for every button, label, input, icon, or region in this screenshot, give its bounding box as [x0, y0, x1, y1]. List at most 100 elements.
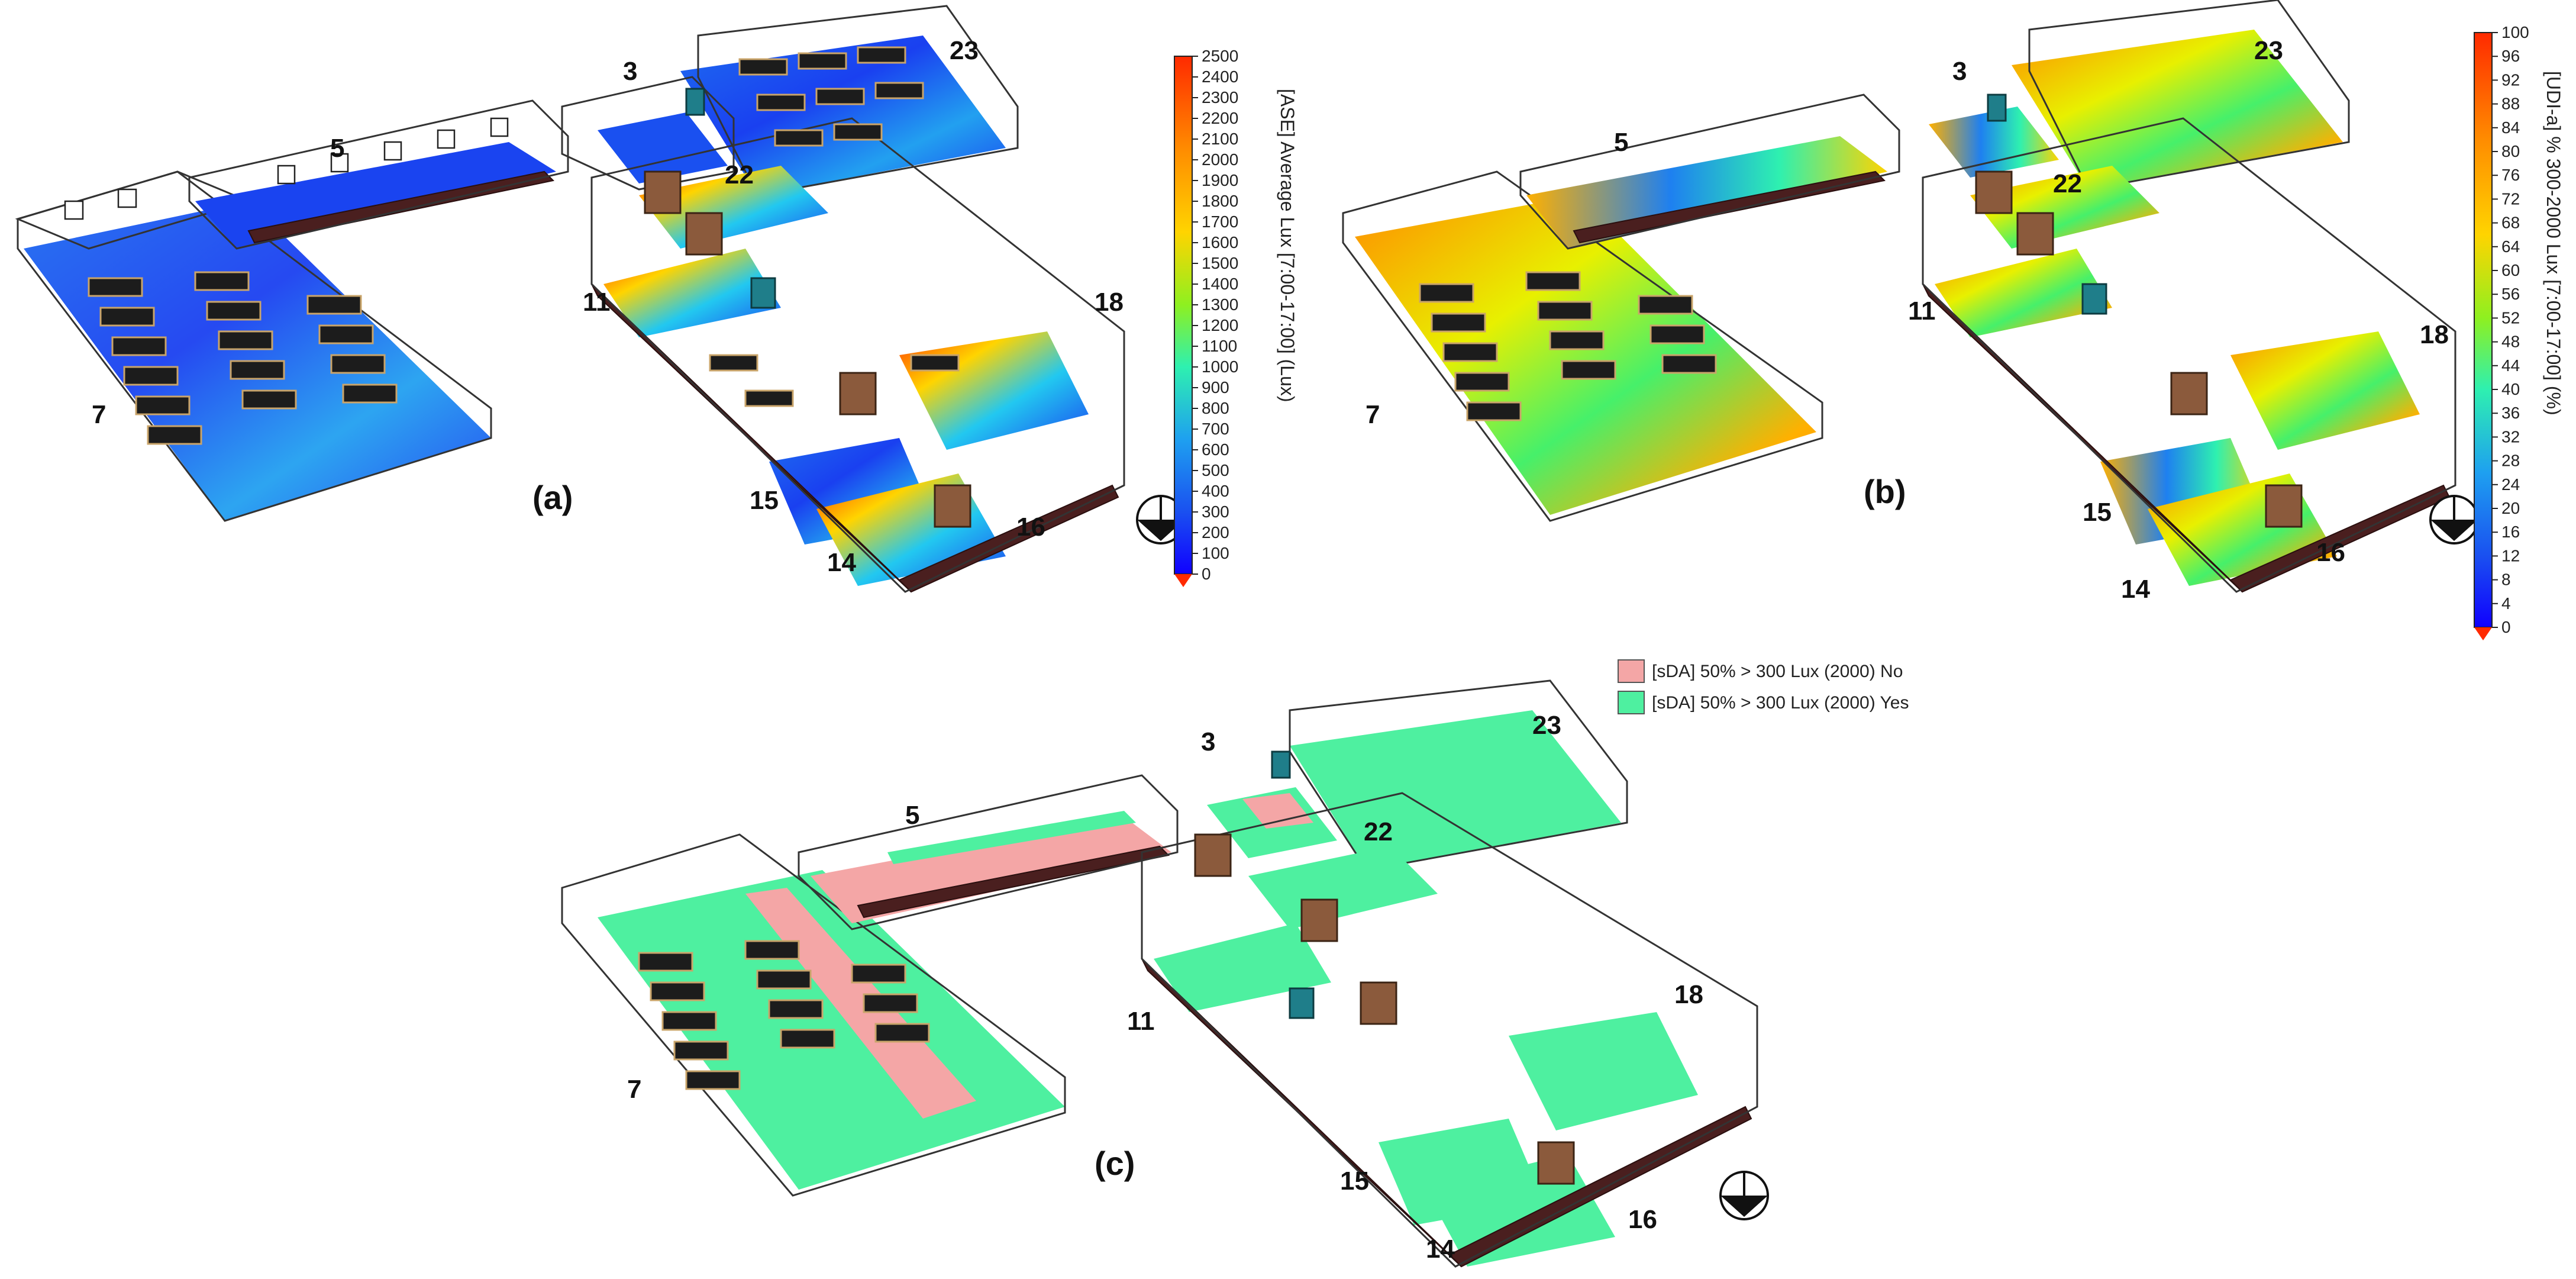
room-label: 14	[827, 548, 856, 577]
colorbar-tick-label: 1200	[1202, 316, 1238, 334]
north-arrow-icon	[2429, 495, 2479, 545]
room-label: 16	[2316, 538, 2345, 567]
screen-room-3	[1987, 94, 2007, 122]
colorbar-tick-label: 2200	[1202, 109, 1238, 127]
room-23-walls	[2028, 0, 2350, 191]
colorbar-tick-label: 64	[2501, 237, 2520, 256]
legend-label-yes: [sDA] 50% > 300 Lux (2000) Yes	[1652, 693, 1909, 713]
floor-room-5	[195, 142, 556, 249]
east-wing-walls	[1922, 117, 2456, 593]
room-5-bench	[247, 170, 555, 244]
colorbar-tick-label: 76	[2501, 166, 2520, 184]
screen-room-3	[1271, 750, 1291, 779]
colorbar-tick-label: 68	[2501, 214, 2520, 232]
panel-label: (c)	[1095, 1145, 1135, 1182]
legend-swatch-yes	[1618, 691, 1645, 714]
floor-room-3	[1929, 107, 2059, 178]
floor-room-23	[2012, 30, 2343, 189]
colorbar-tick-label: 48	[2501, 333, 2520, 351]
room-label: 23	[950, 36, 979, 65]
colorbar-tick-label: 1700	[1202, 212, 1238, 231]
colorbar-tick-label: 1100	[1202, 337, 1237, 355]
legend-swatch-no	[1618, 659, 1645, 683]
room-label: 5	[1614, 128, 1628, 157]
room-5-walls	[1519, 94, 1900, 250]
sda-no-room-3	[1242, 793, 1313, 829]
colorbar-tick-label: 80	[2501, 142, 2520, 160]
panel-b: 7 5 3 23 22 11 18 15 16 14 (b) 100969288…	[1342, 0, 2564, 640]
colorbar-tick-label: 1500	[1202, 254, 1238, 272]
colorbar-udi-title: [UDI-a] % 300-2000 Lux [7:00-17:00] (%)	[2543, 71, 2564, 415]
colorbar-tick-label: 84	[2501, 118, 2520, 137]
floor-room-5	[1526, 136, 1887, 249]
room-label: 16	[1016, 513, 1045, 542]
east-wing-base-2	[898, 484, 1119, 593]
colorbar-tick-label: 2500	[1202, 47, 1238, 65]
colorbar-tick-label: 40	[2501, 380, 2520, 398]
colorbar-tick-label: 1900	[1202, 171, 1238, 189]
east-wing-walls	[1141, 792, 1758, 1268]
colorbar-ase-ticks: 2500240023002200210020001900180017001600…	[1192, 47, 1238, 583]
colorbar-tick-label: 12	[2501, 546, 2520, 565]
colorbar-tick-label: 44	[2501, 356, 2520, 375]
colorbar-ase-ramp	[1174, 56, 1193, 575]
room-label: 14	[1426, 1235, 1455, 1264]
room-label: 22	[725, 160, 754, 189]
colorbar-tick-label: 56	[2501, 285, 2520, 303]
windows-room-5	[277, 117, 509, 185]
shelves-east-wing	[1194, 833, 1575, 1185]
room-7-walls	[561, 833, 1066, 1197]
colorbar-tick-label: 16	[2501, 523, 2520, 541]
colorbar-ase: 2500240023002200210020001900180017001600…	[1174, 47, 1298, 587]
sda-legend: [sDA] 50% > 300 Lux (2000) No [sDA] 50% …	[1618, 659, 1909, 714]
room-7-walls	[1342, 170, 1823, 522]
colorbar-tick-label: 300	[1202, 502, 1229, 521]
floor-room-18	[2230, 331, 2420, 450]
screen-room-11	[2081, 283, 2107, 315]
desks-east-wing	[709, 46, 960, 407]
floor-room-11	[603, 249, 781, 337]
floor-room-18	[899, 331, 1089, 450]
colorbar-tick-label: 88	[2501, 95, 2520, 113]
colorbar-tick-label: 1300	[1202, 295, 1238, 314]
floor-room-22	[1248, 846, 1438, 929]
room-label: 7	[1366, 400, 1380, 429]
colorbar-tick-label: 700	[1202, 420, 1229, 438]
colorbar-tick-label: 2300	[1202, 88, 1238, 107]
room-label: 23	[2254, 36, 2283, 65]
sda-yes-strip-room-5	[887, 811, 1136, 864]
room-5-walls	[798, 774, 1179, 930]
colorbar-tick-label: 72	[2501, 189, 2520, 208]
room-label: 15	[750, 486, 779, 515]
floor-room-3	[598, 112, 728, 183]
colorbar-tick-label: 100	[2501, 23, 2529, 41]
colorbar-tick-label: 1400	[1202, 275, 1238, 293]
colorbar-tick-label: 400	[1202, 482, 1229, 500]
room-label: 15	[2083, 498, 2112, 527]
room-label: 18	[1095, 288, 1124, 317]
floor-room-7	[1355, 195, 1816, 515]
room-label: 11	[1127, 1007, 1155, 1036]
room-label: 11	[1908, 297, 1936, 326]
room-label: 5	[905, 801, 919, 830]
colorbar-tick-label: 1600	[1202, 233, 1238, 252]
room-23-walls	[697, 5, 1019, 196]
north-arrow-icon	[1719, 1171, 1769, 1220]
room-label: 5	[330, 134, 344, 163]
screen-room-3	[685, 88, 705, 116]
colorbar-tick-label: 60	[2501, 261, 2520, 279]
floor-room-11	[1935, 249, 2112, 337]
colorbar-tick-label: 0	[1202, 565, 1211, 583]
room-5-bench	[1573, 170, 1886, 244]
sda-no-strip-room-7	[745, 888, 976, 1119]
colorbar-tick-label: 92	[2501, 70, 2520, 89]
screen-room-11	[750, 277, 776, 309]
room-label: 18	[2420, 320, 2449, 349]
colorbar-tick-label: 100	[1202, 544, 1229, 562]
colorbar-tick-label: 8	[2501, 571, 2511, 589]
room-3-walls	[561, 76, 735, 191]
room-label: 3	[1201, 727, 1215, 756]
room-label: 14	[2121, 575, 2150, 604]
windows-room-7	[64, 188, 137, 220]
